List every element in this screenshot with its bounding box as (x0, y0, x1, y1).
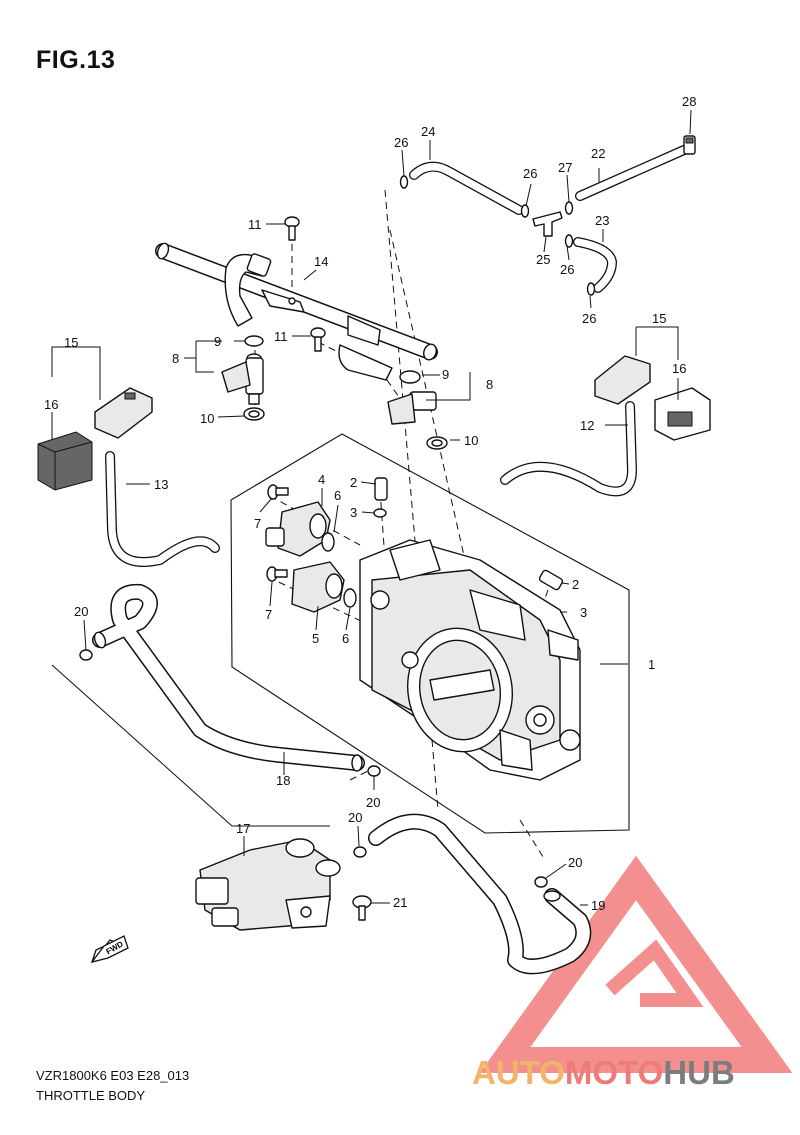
callout-13: 13 (154, 477, 168, 492)
callout-20: 20 (74, 604, 88, 619)
callout-6: 6 (342, 631, 349, 646)
callout-24: 24 (421, 124, 435, 139)
callout-7: 7 (254, 516, 261, 531)
right-fuel-injector (387, 370, 448, 450)
callout-11: 11 (248, 217, 262, 232)
callout-23: 23 (595, 213, 609, 228)
callout-20: 20 (366, 795, 380, 810)
callout-26: 26 (523, 166, 537, 181)
section-name: THROTTLE BODY (36, 1088, 146, 1103)
callout-26: 26 (582, 311, 596, 326)
watermark-hub: HUB (663, 1054, 735, 1091)
callout-4: 4 (318, 472, 325, 487)
model-code: VZR1800K6 E03 E28_013 (36, 1068, 190, 1083)
hose-18 (92, 583, 365, 772)
watermark-auto: AUTO (472, 1054, 565, 1091)
hose-22 (575, 145, 689, 201)
callout-6: 6 (334, 488, 341, 503)
callout-20: 20 (348, 810, 362, 825)
callout-10: 10 (464, 433, 478, 448)
callout-16: 16 (672, 361, 686, 376)
callout-9: 9 (442, 367, 449, 382)
callout-18: 18 (276, 773, 290, 788)
fuel-delivery-pipe-14 (155, 242, 438, 381)
callout-2: 2 (572, 577, 579, 592)
callout-20: 20 (568, 855, 582, 870)
callout-28: 28 (682, 94, 696, 109)
connector-left (37, 387, 153, 491)
fwd-arrow-icon: FWD (90, 935, 129, 964)
callout-3: 3 (580, 605, 587, 620)
automotohub-watermark: AUTOMOTOHUB (472, 1054, 735, 1091)
connector-right (594, 355, 711, 441)
callout-26: 26 (560, 262, 574, 277)
callout-16: 16 (44, 397, 58, 412)
o-rings-6 (321, 532, 357, 608)
hose-13 (105, 451, 220, 567)
small-clamps (399, 175, 596, 296)
hose-23 (573, 237, 617, 293)
callout-9: 9 (214, 334, 221, 349)
callout-21: 21 (393, 895, 407, 910)
callout-leaders (51, 109, 692, 906)
callout-8: 8 (486, 377, 493, 392)
callout-7: 7 (265, 607, 272, 622)
callout-14: 14 (314, 254, 328, 269)
secondary-sensor-5 (291, 561, 345, 613)
callout-8: 8 (172, 351, 179, 366)
clamp-28 (683, 135, 696, 155)
joint-25 (532, 211, 563, 237)
callout-5: 5 (312, 631, 319, 646)
screws-11 (284, 216, 326, 352)
callout-17: 17 (236, 821, 250, 836)
callout-27: 27 (558, 160, 572, 175)
callout-15: 15 (64, 335, 78, 350)
hose-24 (409, 161, 524, 215)
callout-15: 15 (652, 311, 666, 326)
callout-19: 19 (591, 898, 605, 913)
callout-2: 2 (350, 475, 357, 490)
callout-22: 22 (591, 146, 605, 161)
svg-text:AUTOMOTOHUB: AUTOMOTOHUB (472, 1054, 735, 1091)
screw-21 (352, 895, 372, 921)
callout-26: 26 (394, 135, 408, 150)
callout-10: 10 (200, 411, 214, 426)
left-fuel-injector (221, 335, 265, 421)
throttle-body-frame (230, 433, 630, 834)
throttle-position-sensor-4 (265, 501, 331, 557)
hose-12 (500, 401, 637, 497)
figure-title: FIG.13 (36, 46, 116, 74)
callout-3: 3 (350, 505, 357, 520)
throttle-body-1 (359, 539, 581, 781)
callout-1: 1 (648, 657, 655, 672)
callout-12: 12 (580, 418, 594, 433)
watermark-moto: MOTO (565, 1054, 663, 1091)
callout-numbers: 1 2 2 3 3 4 5 6 6 7 7 8 8 9 9 10 10 11 1… (44, 94, 696, 913)
callout-25: 25 (536, 252, 550, 267)
automotohub-logo (479, 855, 793, 1073)
hose-19 (368, 813, 592, 975)
valve-assembly-17 (195, 838, 341, 931)
screws-7 (266, 484, 289, 582)
callout-11: 11 (274, 329, 288, 344)
